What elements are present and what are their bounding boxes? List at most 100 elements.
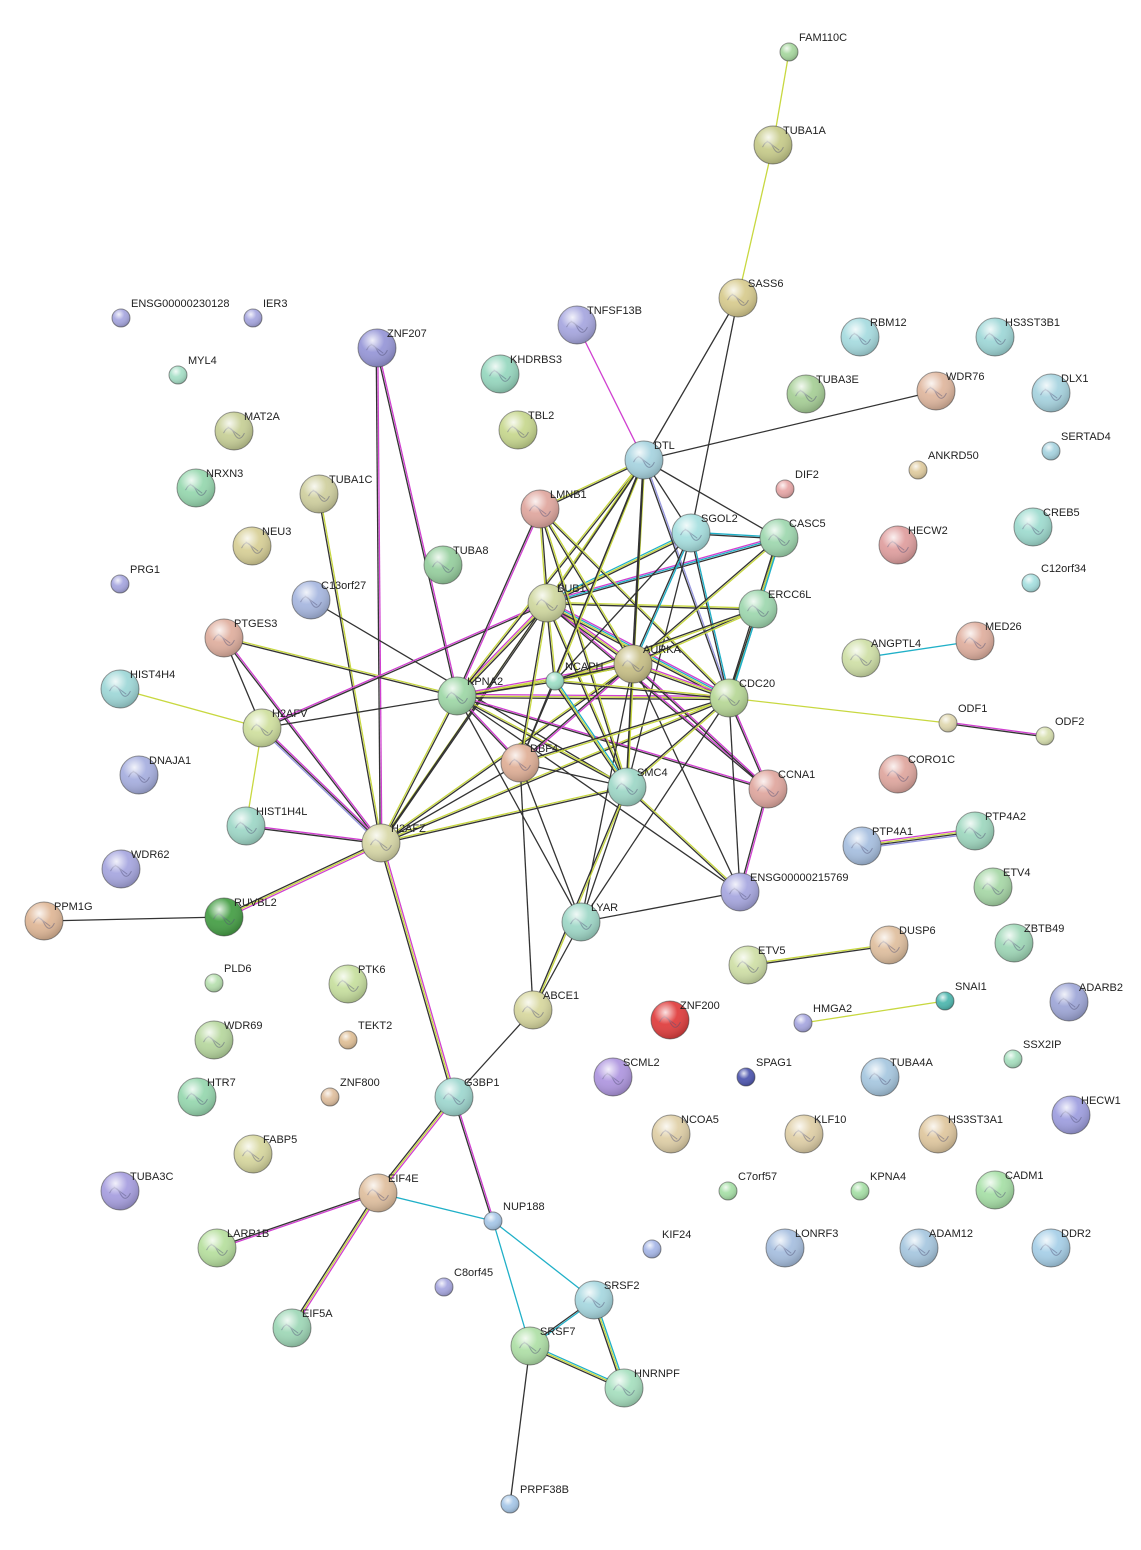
node-DDR2[interactable]: DDR2 xyxy=(1031,1228,1091,1268)
node-SMC4[interactable]: SMC4 xyxy=(607,767,668,807)
node-PTP4A1[interactable]: PTP4A1 xyxy=(842,826,913,866)
node-ZBTB49[interactable]: ZBTB49 xyxy=(994,923,1064,963)
node-WDR76[interactable]: WDR76 xyxy=(916,371,985,411)
node-CDC20[interactable]: CDC20 xyxy=(709,678,775,718)
node-ODF1[interactable]: ODF1 xyxy=(938,703,987,733)
node-CCNA1[interactable]: CCNA1 xyxy=(748,769,815,809)
node-FAM110C[interactable]: FAM110C xyxy=(779,32,847,62)
node-ERCC6L[interactable]: ERCC6L xyxy=(738,589,811,629)
node-ETV4[interactable]: ETV4 xyxy=(973,867,1031,907)
node-ADARB2[interactable]: ADARB2 xyxy=(1049,982,1123,1022)
node-C12orf34[interactable]: C12orf34 xyxy=(1021,563,1086,593)
node-ADAM12[interactable]: ADAM12 xyxy=(899,1228,973,1268)
node-TEKT2[interactable]: TEKT2 xyxy=(338,1020,392,1050)
node-ENSG00000230128[interactable]: ENSG00000230128 xyxy=(111,298,229,328)
node-SPAG1[interactable]: SPAG1 xyxy=(736,1057,792,1087)
node-AURKA[interactable]: AURKA xyxy=(613,644,682,684)
node-HECW1[interactable]: HECW1 xyxy=(1051,1095,1121,1135)
node-CORO1C[interactable]: CORO1C xyxy=(878,754,955,794)
node-ZNF200[interactable]: ZNF200 xyxy=(650,1000,720,1040)
node-ENSG00000215769[interactable]: ENSG00000215769 xyxy=(720,872,848,912)
node-HMGA2[interactable]: HMGA2 xyxy=(793,1003,852,1033)
node-ODF2[interactable]: ODF2 xyxy=(1035,716,1084,746)
node-TUBA3E[interactable]: TUBA3E xyxy=(786,374,859,414)
node-PTK6[interactable]: PTK6 xyxy=(328,964,386,1004)
node-SNAI1[interactable]: SNAI1 xyxy=(935,981,987,1011)
node-SRSF2[interactable]: SRSF2 xyxy=(574,1280,639,1320)
node-HNRNPF[interactable]: HNRNPF xyxy=(604,1368,680,1408)
node-RUVBL2[interactable]: RUVBL2 xyxy=(204,897,277,937)
node-KPNA2[interactable]: KPNA2 xyxy=(437,676,503,716)
node-C7orf57[interactable]: C7orf57 xyxy=(718,1171,777,1201)
node-PTP4A2[interactable]: PTP4A2 xyxy=(955,811,1026,851)
node-CREB5[interactable]: CREB5 xyxy=(1013,507,1080,547)
node-LMNB1[interactable]: LMNB1 xyxy=(520,489,587,529)
node-TUBA3C[interactable]: TUBA3C xyxy=(100,1171,173,1211)
node-H2AFV[interactable]: H2AFV xyxy=(242,708,308,748)
node-HS3ST3B1[interactable]: HS3ST3B1 xyxy=(975,317,1060,357)
node-DTL[interactable]: DTL xyxy=(624,440,675,480)
node-HECW2[interactable]: HECW2 xyxy=(878,525,948,565)
node-RBM12[interactable]: RBM12 xyxy=(840,317,907,357)
node-DUSP6[interactable]: DUSP6 xyxy=(869,925,936,965)
node-PRPF38B[interactable]: PRPF38B xyxy=(500,1484,569,1514)
node-HIST4H4[interactable]: HIST4H4 xyxy=(100,669,175,709)
node-MAT2A[interactable]: MAT2A xyxy=(214,411,281,451)
node-EIF5A[interactable]: EIF5A xyxy=(272,1308,333,1348)
node-SCML2[interactable]: SCML2 xyxy=(593,1057,660,1097)
node-PTGES3[interactable]: PTGES3 xyxy=(204,618,277,658)
node-KIF24[interactable]: KIF24 xyxy=(642,1229,691,1259)
node-PRG1[interactable]: PRG1 xyxy=(110,564,160,594)
node-FABP5[interactable]: FABP5 xyxy=(233,1134,297,1174)
node-KPNA4[interactable]: KPNA4 xyxy=(850,1171,906,1201)
node-MYL4[interactable]: MYL4 xyxy=(168,355,217,385)
node-NRXN3[interactable]: NRXN3 xyxy=(176,468,243,508)
node-ZNF207[interactable]: ZNF207 xyxy=(357,328,427,368)
node-HIST1H4L[interactable]: HIST1H4L xyxy=(226,806,307,846)
node-TUBA8[interactable]: TUBA8 xyxy=(423,545,488,585)
node-NEU3[interactable]: NEU3 xyxy=(232,526,291,566)
node-TUBA4A[interactable]: TUBA4A xyxy=(860,1057,933,1097)
node-ABCE1[interactable]: ABCE1 xyxy=(513,990,579,1030)
node-BUB1[interactable]: BUB1 xyxy=(527,583,586,623)
node-KLF10[interactable]: KLF10 xyxy=(784,1114,846,1154)
node-ANGPTL4[interactable]: ANGPTL4 xyxy=(841,638,921,678)
node-C8orf45[interactable]: C8orf45 xyxy=(434,1267,493,1297)
node-NUP188[interactable]: NUP188 xyxy=(483,1201,545,1231)
node-G3BP1[interactable]: G3BP1 xyxy=(434,1077,499,1117)
node-EIF4E[interactable]: EIF4E xyxy=(358,1173,419,1213)
node-SERTAD4[interactable]: SERTAD4 xyxy=(1041,431,1111,461)
node-DLX1[interactable]: DLX1 xyxy=(1031,373,1089,413)
node-ZNF800[interactable]: ZNF800 xyxy=(320,1077,380,1107)
node-C13orf27[interactable]: C13orf27 xyxy=(291,580,366,620)
node-LYAR[interactable]: LYAR xyxy=(561,902,618,942)
node-DNAJA1[interactable]: DNAJA1 xyxy=(119,755,191,795)
node-ANKRD50[interactable]: ANKRD50 xyxy=(908,450,979,480)
node-SASS6[interactable]: SASS6 xyxy=(718,278,783,318)
node-DBF4[interactable]: DBF4 xyxy=(500,743,558,783)
node-CASC5[interactable]: CASC5 xyxy=(759,518,826,558)
node-LARP1B[interactable]: LARP1B xyxy=(197,1228,269,1268)
node-NCAPH[interactable]: NCAPH xyxy=(545,661,604,691)
node-MED26[interactable]: MED26 xyxy=(955,621,1022,661)
node-SRSF7[interactable]: SRSF7 xyxy=(510,1326,575,1366)
node-TUBA1A[interactable]: TUBA1A xyxy=(753,125,826,165)
node-HTR7[interactable]: HTR7 xyxy=(177,1077,236,1117)
node-H2AFZ[interactable]: H2AFZ xyxy=(361,823,426,863)
node-IER3[interactable]: IER3 xyxy=(243,298,287,328)
node-SGOL2[interactable]: SGOL2 xyxy=(671,513,738,553)
node-TNFSF13B[interactable]: TNFSF13B xyxy=(557,305,642,345)
node-ETV5[interactable]: ETV5 xyxy=(728,945,786,985)
node-KHDRBS3[interactable]: KHDRBS3 xyxy=(480,354,562,394)
node-WDR62[interactable]: WDR62 xyxy=(101,849,170,889)
node-SSX2IP[interactable]: SSX2IP xyxy=(1003,1039,1062,1069)
node-WDR69[interactable]: WDR69 xyxy=(194,1020,263,1060)
node-NCOA5[interactable]: NCOA5 xyxy=(651,1114,719,1154)
node-TBL2[interactable]: TBL2 xyxy=(498,410,554,450)
node-PLD6[interactable]: PLD6 xyxy=(204,963,252,993)
node-LONRF3[interactable]: LONRF3 xyxy=(765,1228,838,1268)
node-PPM1G[interactable]: PPM1G xyxy=(24,901,93,941)
node-DIF2[interactable]: DIF2 xyxy=(775,469,819,499)
node-HS3ST3A1[interactable]: HS3ST3A1 xyxy=(918,1114,1003,1154)
node-CADM1[interactable]: CADM1 xyxy=(975,1170,1044,1210)
